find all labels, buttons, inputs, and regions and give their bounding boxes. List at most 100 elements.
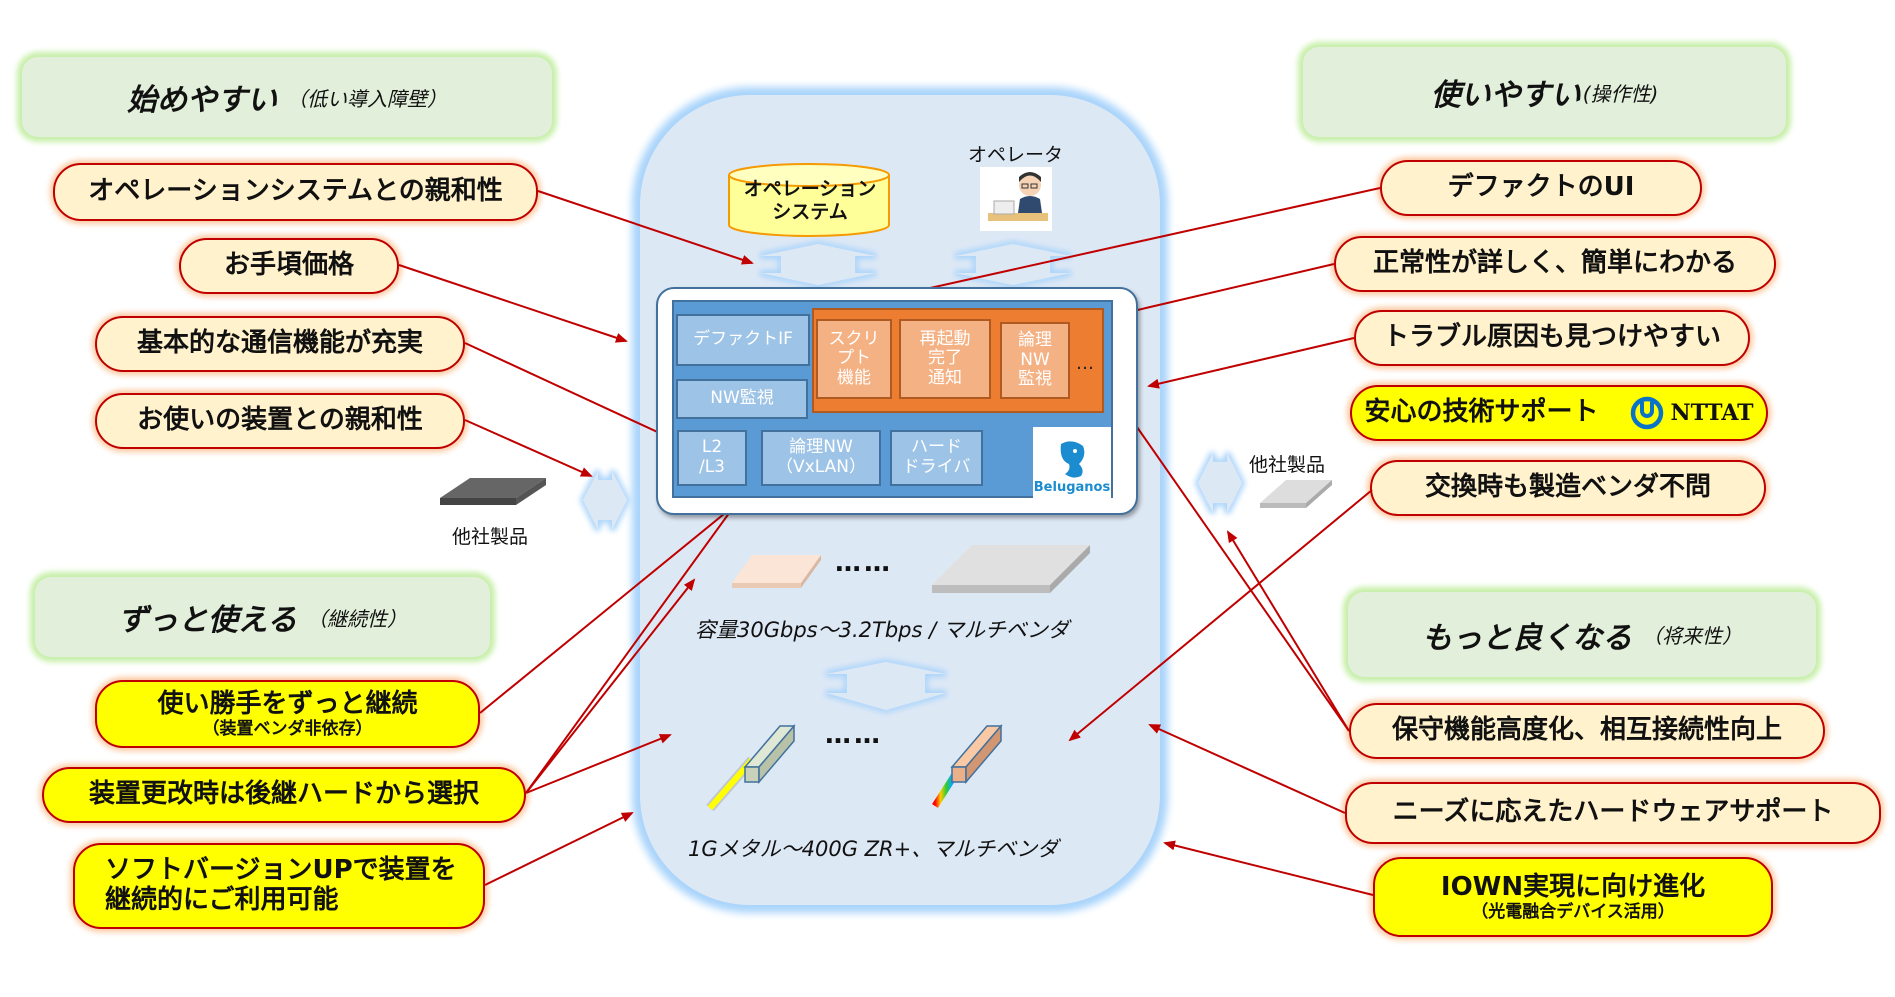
category-title: ずっと使える bbox=[117, 603, 298, 638]
category-subtitle: (操作性) bbox=[1582, 81, 1659, 106]
transceiver-caption: 1Gメタル～400G ZR+、マルチベンダ bbox=[688, 837, 1059, 861]
connector-arrow bbox=[484, 812, 634, 886]
leftright-arrow-icon bbox=[579, 469, 631, 532]
feature-troubleshooting: トラブル原因も見つけやすい bbox=[1354, 310, 1750, 366]
updown-arrow-icon bbox=[759, 240, 877, 289]
connector-arrow bbox=[525, 578, 696, 794]
block-logical-nw: 論理NW（VxLAN） bbox=[761, 430, 881, 486]
block-script: スクリプト機能 bbox=[816, 319, 892, 399]
connector-arrow bbox=[537, 190, 754, 265]
transceiver-zr-icon bbox=[932, 723, 1003, 808]
text-line: 監視 bbox=[1018, 369, 1052, 390]
category-title: もっと良くなる bbox=[1422, 620, 1632, 656]
updown-arrow-icon bbox=[825, 658, 947, 714]
category-long-use: ずっと使える （継続性） bbox=[35, 577, 490, 657]
updown-arrow-icon bbox=[954, 240, 1072, 289]
feature-hardware-replacement: 装置更改時は後継ハードから選択 bbox=[42, 767, 526, 823]
connector-arrow bbox=[1147, 337, 1355, 389]
category-subtitle: （低い導入障壁） bbox=[287, 86, 447, 111]
feature-vendor-agnostic: 交換時も製造ベンダ不問 bbox=[1370, 460, 1766, 516]
feature-text: 装置更改時は後継ハードから選択 bbox=[88, 779, 479, 810]
switch-ellipsis: …… bbox=[835, 548, 893, 578]
category-title: 始めやすい bbox=[127, 83, 277, 118]
text-line: 論理NW bbox=[789, 437, 853, 458]
text-line: 機能 bbox=[837, 367, 871, 388]
category-subtitle: （継続性） bbox=[307, 606, 408, 631]
other-switch-left-icon bbox=[440, 478, 546, 505]
operation-system-label: オペレーション システム bbox=[730, 178, 890, 224]
connector-arrow bbox=[398, 264, 628, 343]
feature-text: デファクトのUI bbox=[1447, 172, 1635, 203]
ntt-logo-icon bbox=[1631, 396, 1664, 430]
text-line: （VxLAN） bbox=[776, 457, 866, 477]
category-easy-use: 使いやすい (操作性) bbox=[1303, 47, 1786, 137]
feature-os-affinity: オペレーションシステムとの親和性 bbox=[53, 163, 538, 221]
text-line: 完了 bbox=[928, 348, 962, 369]
block-l2-l3: L2/L3 bbox=[677, 430, 747, 486]
beluganos-logo: Beluganos bbox=[1033, 427, 1111, 499]
text-line: L2 bbox=[701, 437, 723, 458]
text-line: ドライバ bbox=[902, 457, 971, 477]
text-line: ハード bbox=[910, 437, 962, 458]
feature-text: IOWN実現に向け進化 bbox=[1440, 871, 1706, 902]
feature-text: 使い勝手をずっと継続 bbox=[157, 688, 418, 719]
text-line: /L3 bbox=[698, 457, 725, 477]
logo-text: NTTAT bbox=[1670, 400, 1754, 426]
connector-arrow bbox=[464, 342, 681, 443]
connector-line bbox=[525, 504, 736, 794]
category-easy-start: 始めやすい （低い導入障壁） bbox=[22, 57, 552, 137]
transceiver-ellipsis: …… bbox=[825, 720, 883, 750]
text-line: プト bbox=[837, 348, 871, 369]
connector-arrow bbox=[1163, 840, 1374, 896]
feature-text: お使いの装置との親和性 bbox=[137, 405, 423, 436]
logo-text: Beluganos bbox=[1033, 480, 1111, 495]
block-hw-driver: ハードドライバ bbox=[890, 430, 983, 486]
category-subtitle: （将来性） bbox=[1642, 624, 1742, 648]
feature-text-line2: 継続的にご利用可能 bbox=[105, 885, 339, 915]
feature-text: トラブル原因も見つけやすい bbox=[1382, 322, 1721, 353]
block-defacto-if: デファクトIF bbox=[676, 314, 810, 366]
connector-arrow bbox=[479, 503, 737, 714]
more-ellipsis: … bbox=[1076, 353, 1094, 374]
label-line: オペレーション bbox=[743, 178, 877, 200]
category-better: もっと良くなる （将来性） bbox=[1348, 592, 1816, 677]
other-products-right-label: 他社製品 bbox=[1249, 454, 1326, 476]
feature-text: 安心の技術サポート bbox=[1364, 397, 1599, 428]
text-line: 再起動 bbox=[919, 328, 971, 349]
feature-health-check: 正常性が詳しく、簡単にわかる bbox=[1334, 236, 1776, 292]
text-line: NW bbox=[1020, 349, 1050, 370]
nttat-logo: NTTAT bbox=[1630, 396, 1754, 430]
feature-text: 正常性が詳しく、簡単にわかる bbox=[1372, 248, 1737, 279]
feature-device-affinity: お使いの装置との親和性 bbox=[95, 393, 465, 449]
feature-text: 基本的な通信機能が充実 bbox=[136, 328, 423, 359]
database-cylinder-icon bbox=[728, 163, 890, 237]
label-line: システム bbox=[772, 200, 848, 223]
large-switch-icon bbox=[932, 545, 1090, 593]
feature-subtext: （光電融合デバイス活用） bbox=[1471, 901, 1675, 922]
other-switch-right-icon bbox=[1260, 480, 1332, 508]
text-line: 通知 bbox=[928, 367, 962, 388]
operator-label: オペレータ bbox=[968, 144, 1064, 166]
capacity-caption: 容量30Gbps～3.2Tbps / マルチベンダ bbox=[695, 618, 1069, 642]
feature-hardware-support: ニーズに応えたハードウェアサポート bbox=[1345, 782, 1881, 844]
feature-text: ソフトバージョンUPで装置を bbox=[105, 855, 457, 886]
small-switch-icon bbox=[732, 555, 821, 588]
feature-tech-support: 安心の技術サポート NTTAT bbox=[1350, 385, 1768, 441]
other-products-left-label: 他社製品 bbox=[452, 526, 529, 548]
feature-iown: IOWN実現に向け進化 （光電融合デバイス活用） bbox=[1373, 857, 1773, 937]
feature-defacto-ui: デファクトのUI bbox=[1380, 160, 1702, 216]
transceiver-metal-icon bbox=[706, 723, 796, 812]
feature-maintenance: 保守機能高度化、相互接続性向上 bbox=[1349, 703, 1825, 759]
connector-arrow bbox=[1226, 530, 1350, 732]
connector-arrow bbox=[525, 734, 672, 794]
connector-lines bbox=[398, 187, 1381, 896]
connector-arrow bbox=[1121, 405, 1350, 732]
beluga-icon bbox=[1060, 441, 1085, 478]
block-reboot-notify: 再起動完了通知 bbox=[899, 319, 991, 399]
category-title: 使いやすい bbox=[1430, 78, 1581, 113]
connector-arrow bbox=[464, 419, 593, 477]
feature-text: 交換時も製造ベンダ不問 bbox=[1424, 472, 1711, 503]
block-nw-monitor: NW監視 bbox=[676, 379, 808, 419]
